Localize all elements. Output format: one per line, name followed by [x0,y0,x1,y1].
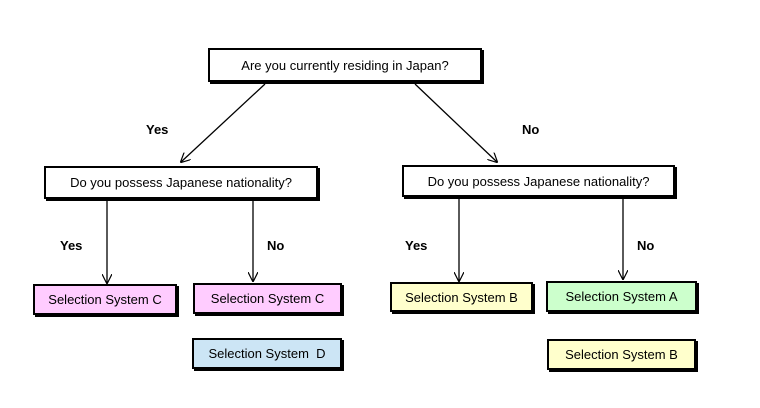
edge-label-root-yes: Yes [146,122,169,137]
outcome-right-no-system-a: Selection System A [546,281,697,312]
outcome-left-no-system-d: Selection System D [192,338,342,369]
arrow-root-yes [181,83,266,162]
edge-label-right-no: No [637,238,655,253]
outcome-left-no-system-c: Selection System C [193,283,342,314]
outcome-right-no-system-b: Selection System B [547,339,696,370]
question-right: Do you possess Japanese nationality? [402,165,675,197]
edge-label-left-no: No [267,238,285,253]
edge-label-root-no: No [522,122,540,137]
edge-label-left-yes: Yes [60,238,83,253]
outcome-left-yes-system-c: Selection System C [33,284,177,315]
question-root: Are you currently residing in Japan? [208,48,482,82]
question-left: Do you possess Japanese nationality? [44,166,318,199]
outcome-right-yes-system-b: Selection System B [390,282,533,312]
arrow-root-no [414,83,497,162]
edge-label-right-yes: Yes [405,238,428,253]
